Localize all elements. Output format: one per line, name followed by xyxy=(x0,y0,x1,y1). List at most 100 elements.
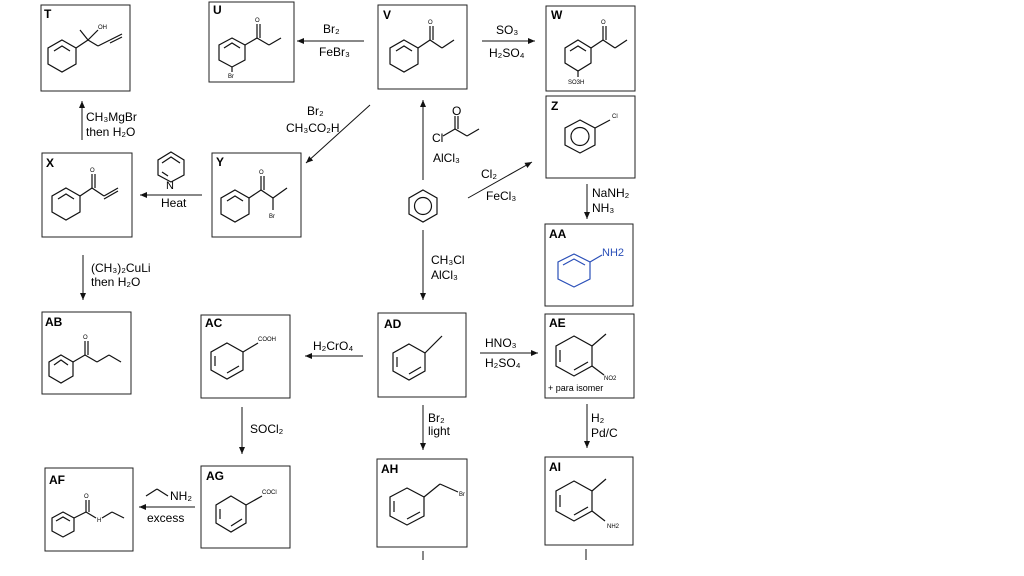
reagent-ae-to-ai-2: Pd/C xyxy=(591,426,618,440)
atom-br: Br xyxy=(269,214,275,220)
atom-nh2: NH2 xyxy=(607,524,620,530)
compound-ah: AH Br xyxy=(376,458,468,548)
atom-o: O xyxy=(84,494,89,500)
structure-ad xyxy=(392,335,443,381)
compound-ad: AD xyxy=(377,312,467,398)
reagent-ad-to-ae-2: H₂SO₄ xyxy=(485,356,521,370)
reagent-v-to-u-1: Br₂ xyxy=(323,22,340,36)
reagent-x-to-t-1: CH₃MgBr xyxy=(86,110,137,124)
atom-o: O xyxy=(255,18,260,24)
para-isomer-note: + para isomer xyxy=(548,383,603,393)
atom-cocl: COCl xyxy=(262,490,277,496)
reagent-benzene-to-z-2: FeCl₃ xyxy=(486,189,516,203)
compound-ac: AC COOH xyxy=(200,314,291,399)
compound-label-u: U xyxy=(213,3,222,17)
reagent-ad-to-ah-2: light xyxy=(428,424,451,438)
structure-ab: O xyxy=(48,335,122,384)
reagent-v-to-y-1: Br₂ xyxy=(307,104,324,118)
compound-label-ag: AG xyxy=(206,469,224,483)
reagent-ac-to-ag: SOCl₂ xyxy=(250,422,284,436)
atom-so3h: SO3H xyxy=(568,80,584,86)
atom-nh2: NH2 xyxy=(602,247,624,259)
compound-af: AF O H xyxy=(44,467,134,552)
atom-o: O xyxy=(259,170,264,176)
compound-ab: AB O xyxy=(41,311,132,395)
atom-o: O xyxy=(428,20,433,26)
atom-oh: OH xyxy=(98,25,107,31)
reagent-benzene-to-v-o: O xyxy=(452,104,461,118)
structure-ae: NO2 + para isomer xyxy=(548,333,617,393)
compound-z: Z Cl xyxy=(545,95,636,179)
reagent-ad-to-ae-1: HNO₃ xyxy=(485,336,517,350)
structure-ag: COCl xyxy=(215,490,277,533)
reagent-benzene-to-z-1: Cl₂ xyxy=(481,167,497,181)
structure-ai: NH2 xyxy=(555,478,620,530)
structure-v: O xyxy=(389,20,455,73)
compound-label-x: X xyxy=(46,156,54,170)
structure-t: OH xyxy=(47,25,123,73)
compound-ae: AE NO2 + para isomer xyxy=(544,313,635,399)
reagent-ag-to-af-2: excess xyxy=(147,511,184,525)
compound-ai: AI NH2 xyxy=(544,456,634,546)
reagent-x-to-ab-1: (CH₃)₂CuLi xyxy=(91,261,151,275)
compound-u: U O Br xyxy=(208,1,295,83)
reagent-v-to-y-2: CH₃CO₂H xyxy=(286,121,340,135)
compound-label-ah: AH xyxy=(381,462,398,476)
reagent-ae-to-ai-1: H₂ xyxy=(591,411,605,425)
pyridine: N xyxy=(157,151,185,192)
reagent-v-to-w-2: H₂SO₄ xyxy=(489,46,525,60)
atom-no2: NO2 xyxy=(604,376,617,382)
propionyl-chloride: Cl O xyxy=(432,104,480,145)
reagent-x-to-ab-2: then H₂O xyxy=(91,275,140,289)
compound-label-ae: AE xyxy=(549,316,566,330)
structure-af: O H xyxy=(51,494,125,538)
compound-label-t: T xyxy=(44,7,52,21)
compound-label-ab: AB xyxy=(45,315,63,329)
compound-t: T OH xyxy=(40,4,131,92)
reagent-ad-to-ah-1: Br₂ xyxy=(428,411,445,425)
reagent-benzene-to-v-2: AlCl₃ xyxy=(433,151,460,165)
reagent-benzene-to-v-cl: Cl xyxy=(432,131,443,145)
compound-w: W O SO3H xyxy=(545,5,636,92)
structure-u: O Br xyxy=(218,18,282,80)
compound-label-af: AF xyxy=(49,473,65,487)
benzene xyxy=(408,189,438,223)
compound-label-w: W xyxy=(551,8,563,22)
ethylamine: NH₂ xyxy=(145,488,192,503)
atom-cooh: COOH xyxy=(258,337,276,343)
reagent-z-to-aa-2: NH₃ xyxy=(592,201,614,215)
compound-label-y: Y xyxy=(216,155,224,169)
structure-w: O SO3H xyxy=(564,20,628,86)
reagent-y-to-x: Heat xyxy=(161,196,187,210)
reagent-benzene-to-ad-1: CH₃Cl xyxy=(431,253,465,267)
structure-ah: Br xyxy=(389,483,465,526)
atom-h: H xyxy=(97,518,101,524)
reagent-v-to-u-2: FeBr₃ xyxy=(319,45,350,59)
reagent-z-to-aa-1: NaNH₂ xyxy=(592,186,630,200)
atom-br: Br xyxy=(228,74,234,80)
compound-label-ai: AI xyxy=(549,460,561,474)
compound-v: V O xyxy=(377,4,468,90)
structure-ac: COOH xyxy=(210,337,276,380)
reagent-ag-to-af-1: NH₂ xyxy=(170,489,192,503)
structure-x: O xyxy=(51,168,119,221)
atom-br: Br xyxy=(459,492,465,498)
reagent-x-to-t-2: then H₂O xyxy=(86,125,135,139)
reagent-benzene-to-ad-2: AlCl₃ xyxy=(431,268,458,282)
compound-label-z: Z xyxy=(551,99,558,113)
arrow-benzene-to-z xyxy=(467,161,533,199)
compound-label-aa: AA xyxy=(549,227,567,241)
atom-cl: Cl xyxy=(612,114,618,120)
compound-ag: AG COCl xyxy=(200,465,291,549)
atom-o: O xyxy=(90,168,95,174)
structure-y: O Br xyxy=(220,170,288,223)
structure-z: Cl xyxy=(564,114,618,154)
reagent-v-to-w-1: SO₃ xyxy=(496,23,518,37)
compound-x: X O xyxy=(41,152,133,238)
atom-n: N xyxy=(166,180,174,192)
atom-o: O xyxy=(601,20,606,26)
reagent-ad-to-ac: H₂CrO₄ xyxy=(313,339,353,353)
compound-y: Y O Br xyxy=(211,152,302,238)
compound-aa: AA NH2 xyxy=(544,223,634,307)
